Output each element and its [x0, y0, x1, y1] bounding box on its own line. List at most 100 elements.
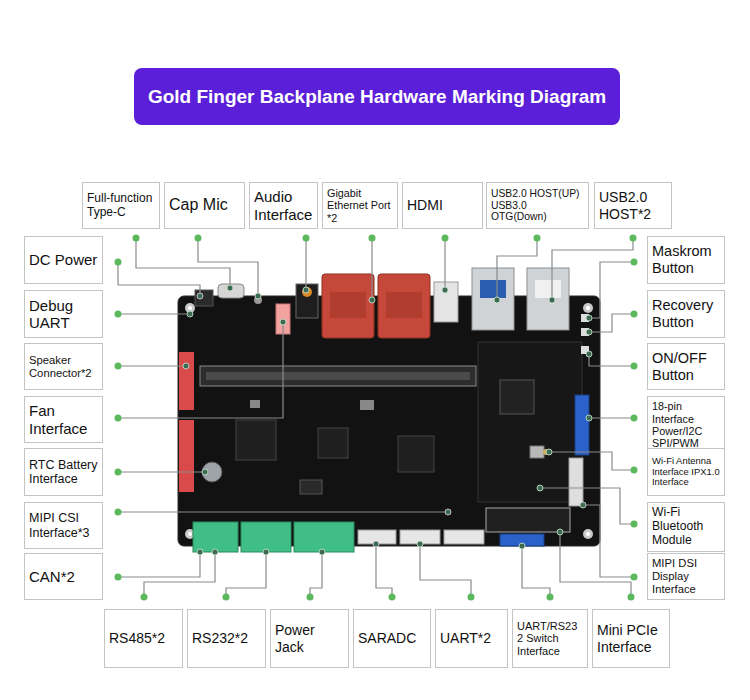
callout-label: Debug UART — [29, 297, 98, 332]
callout-label: MIPI DSI Display Interface — [652, 557, 720, 596]
callout-box: USB2.0 HOST*2 — [594, 182, 672, 229]
callout-box: Power Jack — [270, 609, 349, 668]
callout-label: Mini PCIe Interface — [597, 622, 665, 654]
callout-label: MIPI CSI Interface*3 — [29, 511, 98, 540]
callout-box: ON/OFF Button — [647, 343, 725, 390]
ethernet-jack — [322, 274, 374, 338]
callout-label: Fan Interface — [29, 402, 98, 437]
callout-content: Audio Interface — [254, 188, 313, 223]
callout-content: RS232*2 — [192, 630, 261, 646]
ic-chip — [500, 380, 534, 414]
callout-label: USB3.0 OTG(Down) — [491, 200, 584, 224]
callout-content: Maskrom Button — [652, 243, 720, 276]
callout-content: USB2.0 HOST(UP)USB3.0 OTG(Down) — [491, 188, 584, 224]
callout-box: Maskrom Button — [647, 236, 725, 284]
terminal-block — [241, 522, 291, 552]
leader-dots — [115, 235, 638, 601]
callout-box: MIPI CSI Interface*3 — [24, 502, 103, 549]
callout-content: Gigabit Ethernet Port *2 — [327, 187, 393, 224]
audio-jack-ring — [302, 287, 312, 297]
terminal-block — [193, 522, 238, 552]
title-text: Gold Finger Backplane Hardware Marking D… — [148, 86, 606, 108]
ic-chip — [300, 480, 322, 494]
ethernet-jack-face — [386, 292, 422, 318]
callout-content: Fan Interface — [29, 402, 98, 437]
callout-content: RTC Battery Interface — [29, 458, 98, 487]
ic-chip — [318, 428, 348, 458]
mipi-dsi-connector — [569, 458, 583, 506]
callout-label: Wi-Fi Bluetooth Module — [652, 506, 720, 548]
callout-content: 18-pin Interface Power/I2C SPI/PWM — [652, 400, 720, 450]
callout-label: HDMI — [407, 197, 478, 213]
speaker-connector — [179, 352, 194, 410]
rtc-battery — [202, 462, 222, 482]
callout-content: DC Power — [29, 251, 98, 268]
callout-box: 18-pin Interface Power/I2C SPI/PWM — [647, 396, 725, 454]
callout-box: Cap Mic — [164, 182, 245, 229]
callout-content: SARADC — [358, 630, 426, 646]
callout-content: Debug UART — [29, 297, 98, 332]
callout-box: Wi-Fi Antenna Interface IPX1.0 Interface — [647, 448, 725, 496]
callout-label: DC Power — [29, 251, 98, 268]
callout-label: ON/OFF Button — [652, 350, 720, 383]
callout-content: HDMI — [407, 197, 478, 213]
ethernet-jack-face — [330, 292, 366, 318]
type-c-port — [218, 284, 244, 298]
callout-box: Audio Interface — [249, 182, 318, 229]
callout-content: Mini PCIe Interface — [597, 622, 665, 654]
callout-box: SARADC — [353, 609, 431, 668]
callout-content: CAN*2 — [29, 568, 98, 585]
callout-box: USB2.0 HOST(UP)USB3.0 OTG(Down) — [486, 182, 589, 229]
target-dots — [183, 285, 592, 555]
callout-content: Wi-Fi Antenna Interface IPX1.0 Interface — [652, 456, 720, 489]
callout-box: MIPI DSI Display Interface — [647, 553, 725, 600]
callout-label: Recovery Button — [652, 297, 720, 330]
callout-label: UART/RS232 Switch Interface — [517, 620, 583, 658]
usb-tongue — [480, 280, 506, 298]
callout-label: RTC Battery Interface — [29, 458, 98, 487]
smd-part — [250, 400, 260, 408]
callout-content: MIPI DSI Display Interface — [652, 557, 720, 596]
callout-content: Speaker Connector*2 — [29, 354, 98, 380]
callout-label: Cap Mic — [169, 196, 240, 214]
callout-content: Wi-Fi Bluetooth Module — [652, 506, 720, 548]
gold-finger-slot — [200, 366, 476, 386]
callout-box: RTC Battery Interface — [24, 448, 103, 496]
hdmi-port — [434, 282, 458, 322]
callout-label: Wi-Fi Antenna Interface IPX1.0 Interface — [652, 456, 720, 489]
wifi-module — [530, 446, 544, 458]
dc-jack — [195, 290, 213, 306]
slot-contacts — [206, 372, 470, 380]
callout-box: Speaker Connector*2 — [24, 343, 103, 390]
pin-header — [575, 395, 589, 455]
callout-box: UART*2 — [435, 609, 508, 668]
audio-jack — [296, 284, 318, 318]
callout-box: Debug UART — [24, 290, 103, 338]
callout-label: RS232*2 — [192, 630, 261, 646]
ic-chip — [236, 420, 276, 460]
callout-label: SARADC — [358, 630, 426, 646]
callout-box: Wi-Fi Bluetooth Module — [647, 502, 725, 552]
callout-box: CAN*2 — [24, 553, 103, 600]
callout-label: Power Jack — [275, 622, 344, 654]
title-band: Gold Finger Backplane Hardware Marking D… — [134, 68, 620, 125]
callout-box: UART/RS232 Switch Interface — [512, 609, 588, 668]
callout-box: Recovery Button — [647, 290, 725, 338]
usb-port — [527, 268, 569, 330]
usb-port — [472, 268, 514, 330]
leader-lines — [118, 238, 634, 597]
callout-label: UART*2 — [440, 630, 503, 646]
ic-chip — [398, 436, 434, 472]
callout-label: Audio Interface — [254, 188, 313, 223]
callout-content: UART*2 — [440, 630, 503, 646]
core-area — [478, 342, 582, 502]
smd-part — [360, 400, 374, 410]
callout-box: RS485*2 — [104, 609, 183, 668]
callout-content: USB2.0 HOST*2 — [599, 189, 667, 221]
callout-box: Full-function Type-C — [82, 182, 160, 229]
callout-box: HDMI — [402, 182, 483, 229]
uart-connector — [444, 530, 484, 544]
callout-label: RS485*2 — [109, 630, 178, 646]
callout-label: Full-function Type-C — [87, 192, 155, 220]
